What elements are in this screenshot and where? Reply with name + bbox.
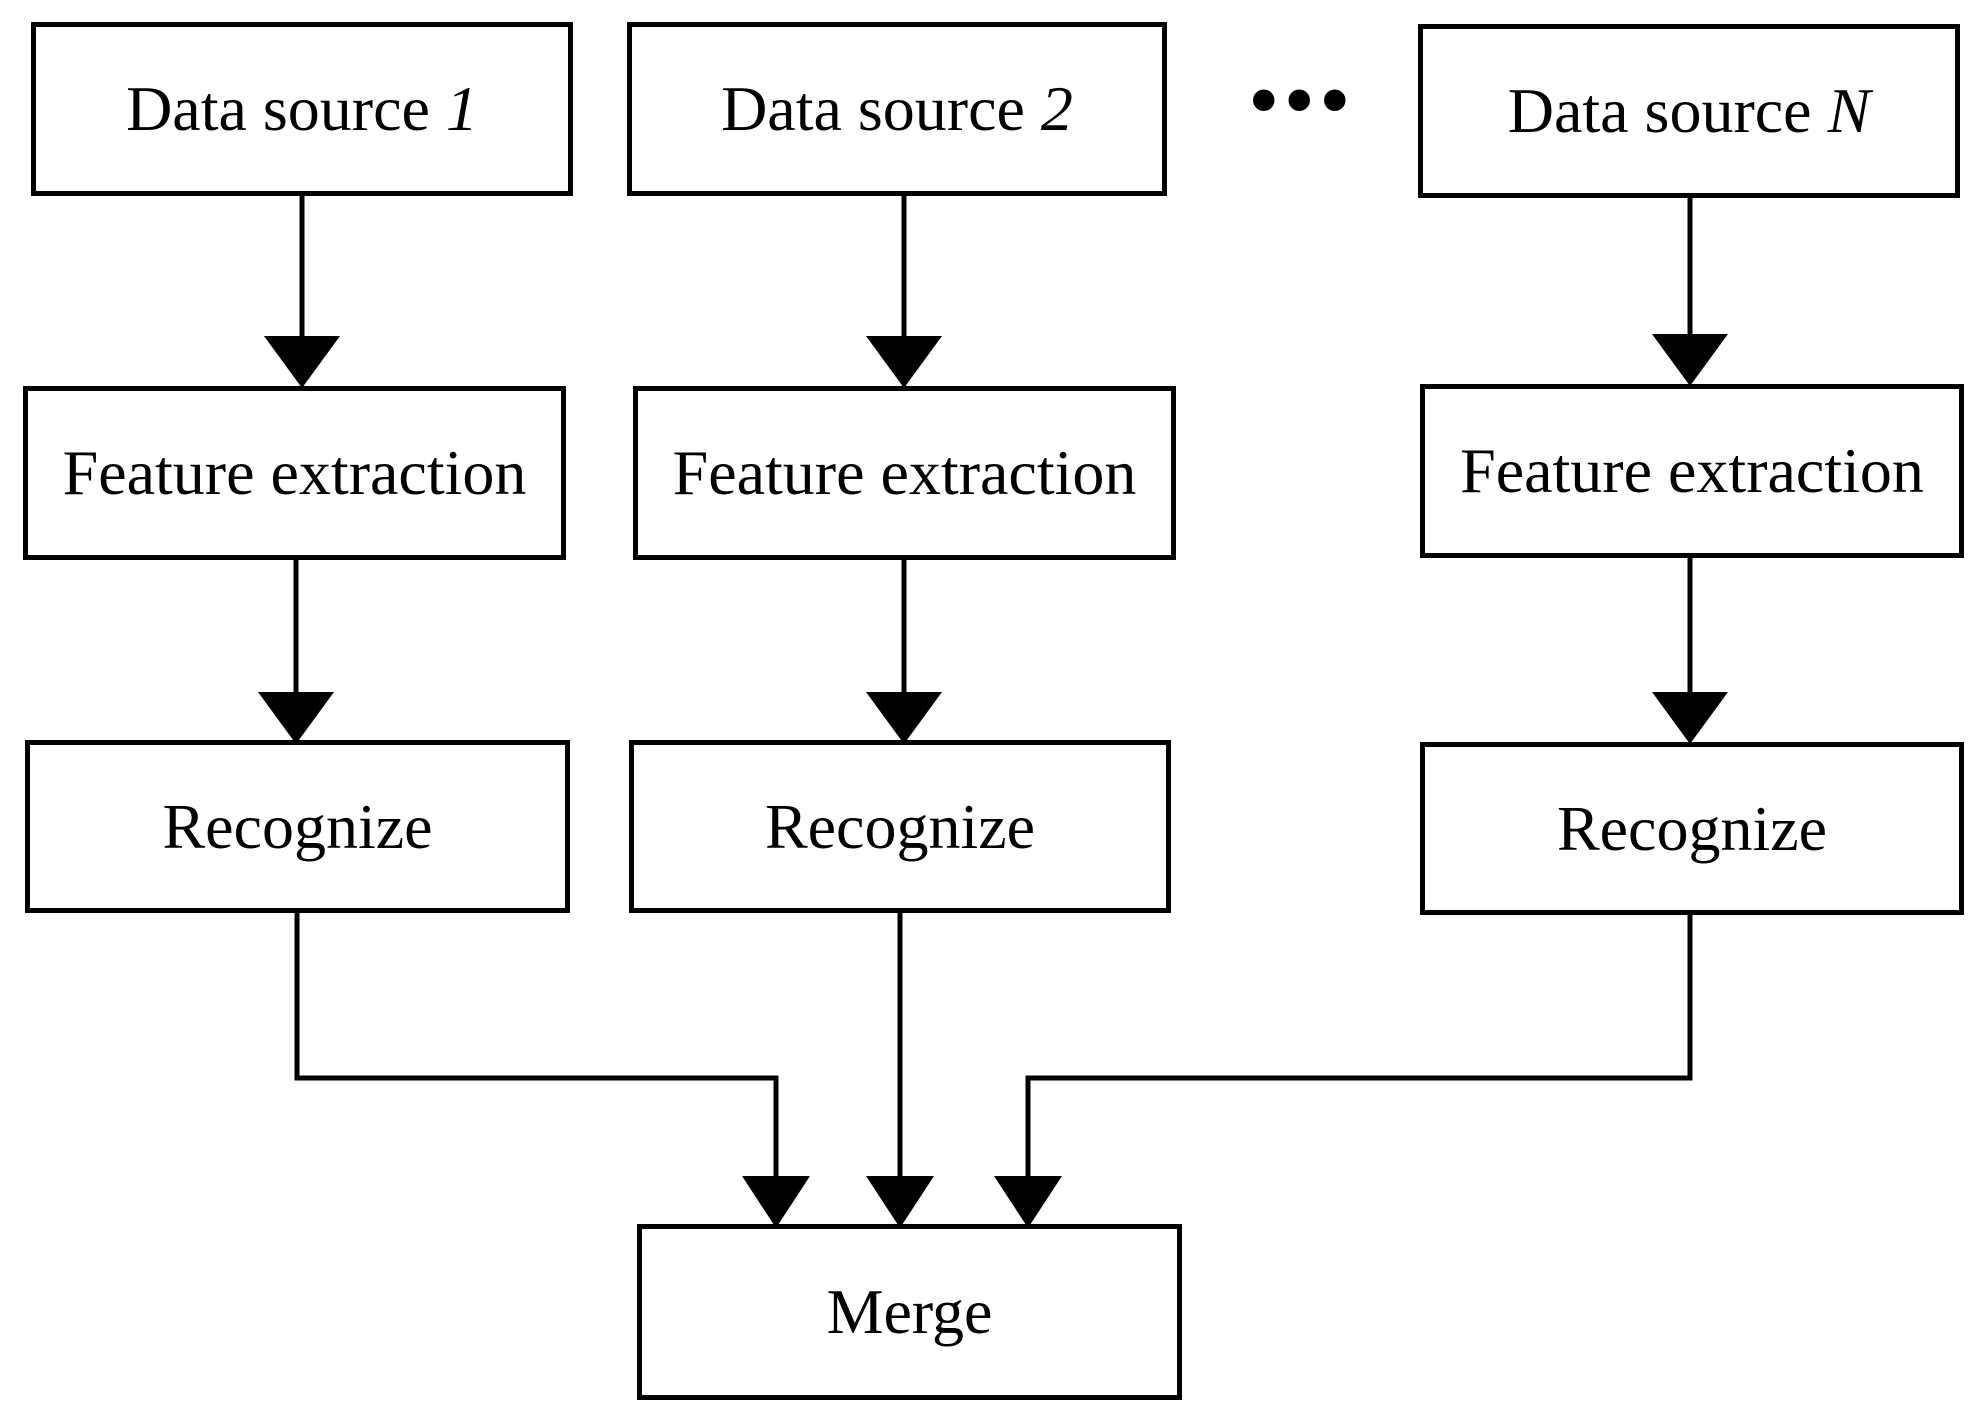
data-source-1-index: 1 bbox=[445, 73, 478, 144]
data-source-n-box: Data source N bbox=[1418, 24, 1960, 198]
feature-extraction-n-label: Feature extraction bbox=[1460, 435, 1924, 506]
data-source-1-box: Data source 1 bbox=[31, 22, 573, 196]
merge-box: Merge bbox=[637, 1224, 1182, 1400]
arrowhead-feature2 bbox=[866, 336, 942, 388]
arrowhead-recognize2 bbox=[866, 692, 942, 744]
recognize-1-label: Recognize bbox=[162, 790, 433, 862]
feature-extraction-2-label: Feature extraction bbox=[672, 437, 1137, 508]
data-source-n-index: N bbox=[1827, 75, 1871, 146]
arrowhead-featureN bbox=[1652, 334, 1728, 386]
arrow-recognize1-to-merge bbox=[294, 913, 779, 1180]
data-source-n-label: Data source bbox=[1507, 75, 1828, 146]
arrowhead-merge-left bbox=[742, 1176, 810, 1228]
feature-extraction-2-box: Feature extraction bbox=[633, 386, 1176, 560]
data-source-2-box: Data source 2 bbox=[627, 22, 1167, 196]
data-source-2-index: 2 bbox=[1040, 73, 1073, 144]
arrowhead-feature1 bbox=[264, 336, 340, 388]
arrowhead-merge-center bbox=[866, 1176, 934, 1228]
arrowhead-merge-right bbox=[994, 1176, 1062, 1228]
more-sources-ellipsis: ••• bbox=[1248, 51, 1355, 150]
data-source-2-label: Data source bbox=[721, 73, 1041, 144]
data-source-1-label: Data source bbox=[126, 73, 446, 144]
feature-extraction-n-box: Feature extraction bbox=[1420, 384, 1964, 558]
recognize-n-label: Recognize bbox=[1556, 792, 1828, 864]
merge-label: Merge bbox=[826, 1276, 993, 1347]
recognize-n-box: Recognize bbox=[1420, 742, 1964, 915]
feature-extraction-1-label: Feature extraction bbox=[62, 437, 527, 508]
recognize-2-label: Recognize bbox=[764, 790, 1036, 862]
arrowhead-recognizeN bbox=[1652, 692, 1728, 744]
recognize-2-box: Recognize bbox=[629, 740, 1171, 913]
arrowhead-recognize1 bbox=[258, 692, 334, 744]
arrow-recognizeN-to-merge bbox=[1025, 915, 1693, 1180]
feature-extraction-1-box: Feature extraction bbox=[23, 386, 566, 560]
recognize-1-box: Recognize bbox=[25, 740, 570, 913]
